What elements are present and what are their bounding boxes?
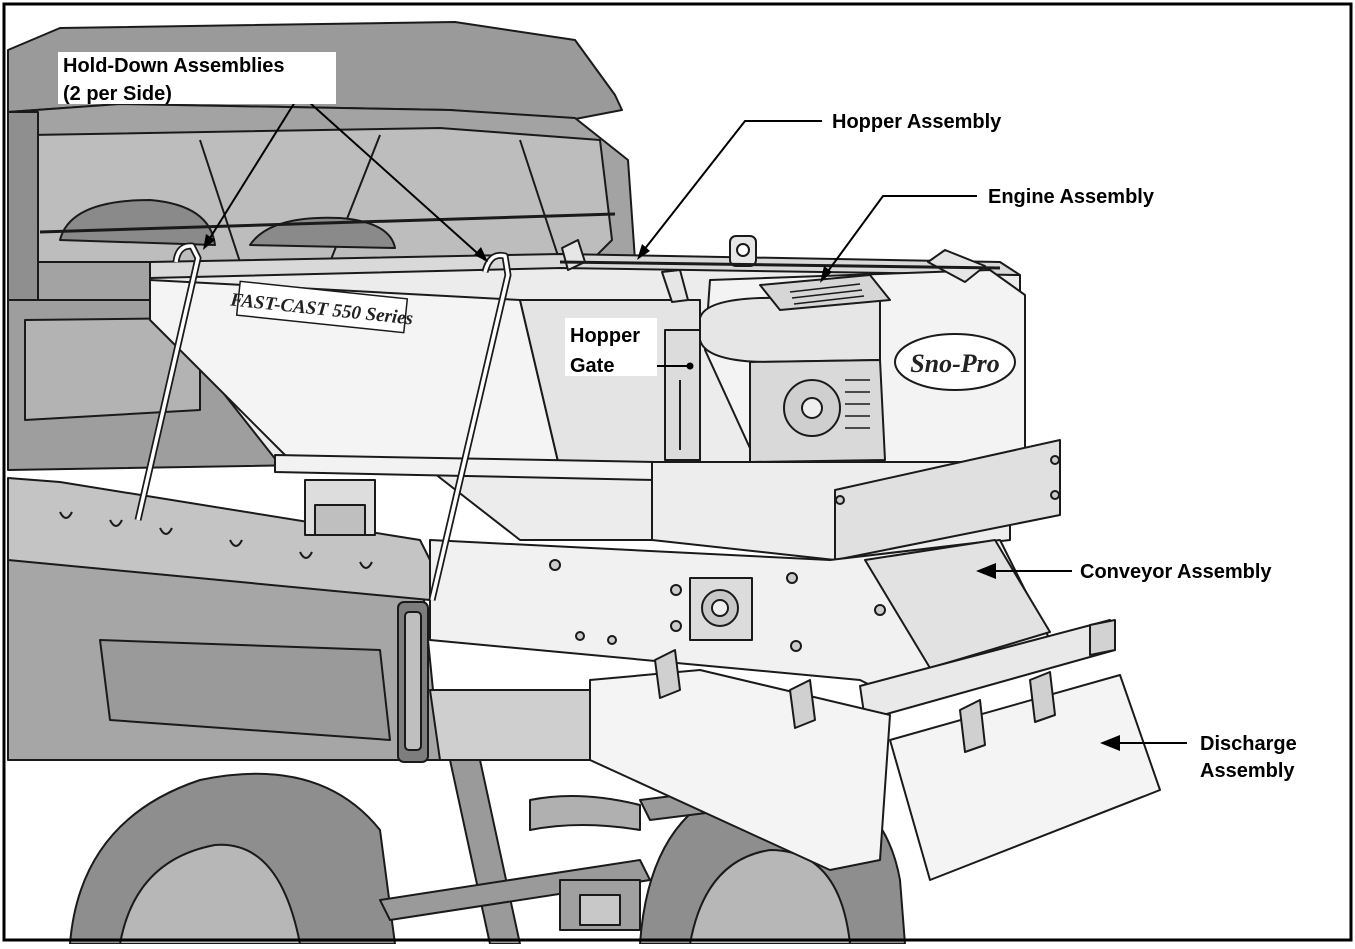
cargo-bed-panel-recess <box>99 639 391 741</box>
callout-labels: Hold-Down Assemblies (2 per Side) Hopper… <box>58 52 1297 782</box>
mount-brackets <box>304 479 376 536</box>
hold-down-strap-rear-left-inner <box>430 253 510 601</box>
leader-hopper-assembly <box>639 120 822 256</box>
label-bg-hopper-gate <box>565 318 657 376</box>
engine-fins <box>845 379 870 429</box>
engine-recoil-hub <box>801 397 823 419</box>
leader-hold-down-left <box>204 93 301 247</box>
label-hopper-gate-line1: Hopper <box>570 325 640 347</box>
hopper-gate <box>664 329 701 461</box>
tail-light-lens <box>404 611 422 751</box>
brand-decal: Sno-Pro <box>894 333 1016 391</box>
leader-hold-down-right <box>299 93 486 261</box>
engine-top-vents <box>789 283 865 305</box>
arrowhead-discharge <box>1100 735 1120 751</box>
cab-rail <box>39 212 616 234</box>
label-engine-assembly: Engine Assembly <box>988 186 1155 208</box>
label-hopper-assembly: Hopper Assembly <box>832 111 1002 133</box>
bearing-flange <box>689 577 753 641</box>
spreader: FAST-CAST 550 Series Sno-Pro <box>134 235 1161 881</box>
cargo-bed-floor <box>429 689 601 761</box>
series-decal-plate <box>235 280 409 334</box>
hold-down-strap-front-left-inner <box>136 244 200 521</box>
hopper-cover-rod <box>559 260 1001 270</box>
bolts <box>549 455 1060 652</box>
leader-engine-assembly <box>822 195 977 279</box>
hopper-top-rim <box>149 253 1021 279</box>
label-hold-down-line1: Hold-Down Assemblies <box>63 55 285 77</box>
hold-down-straps <box>134 242 512 601</box>
label-discharge-line1: Discharge <box>1200 733 1297 755</box>
brand-decal-oval <box>894 333 1016 391</box>
label-conveyor-assembly: Conveyor Assembly <box>1080 561 1272 583</box>
arrowhead-hopper-assembly <box>637 244 650 260</box>
label-discharge-line2: Assembly <box>1200 760 1295 782</box>
arrowhead-hold-down-right <box>474 247 488 262</box>
rear-frame-tube-end <box>1089 619 1116 656</box>
dot-hopper-gate <box>686 362 694 370</box>
seat-back-left <box>59 199 216 246</box>
callout-arrowheads <box>203 234 1120 751</box>
arrowhead-conveyor <box>976 563 996 579</box>
label-bg-hold-down <box>58 52 336 104</box>
cab-pillar-right <box>519 139 561 263</box>
discharge-flap-right <box>889 674 1161 881</box>
rear-wheel-right-rim <box>689 849 851 945</box>
discharge-brackets <box>654 649 1056 753</box>
callout-leaders <box>204 93 1187 744</box>
engine-base-side <box>834 439 1061 561</box>
arrowhead-engine-assembly <box>820 266 832 283</box>
label-hopper-gate-line2: Gate <box>570 355 614 377</box>
bearing-shaft <box>711 599 729 617</box>
tailgate-tie-hooks <box>59 511 373 569</box>
arrowhead-hold-down-left <box>203 234 215 250</box>
cab-pillar-left <box>199 139 241 263</box>
rear-wheel-left-rim <box>119 843 301 945</box>
cab-lower-window <box>24 317 201 421</box>
brand-decal-text: Sno-Pro <box>910 349 1000 378</box>
label-hold-down-line2: (2 per Side) <box>63 83 172 105</box>
